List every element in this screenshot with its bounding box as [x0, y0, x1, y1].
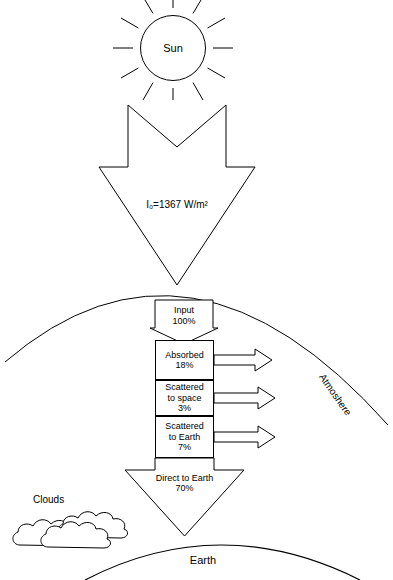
direct-arrow: Direct to Earth 70% — [122, 458, 247, 538]
node-text: Absorbed 18% — [162, 350, 207, 371]
earth-label: Earth — [190, 554, 216, 567]
process-box: Scattered to Earth 7% — [155, 416, 214, 458]
sun-circle: Sun — [140, 15, 206, 81]
clouds — [13, 512, 128, 548]
irradiance-arrow: I₀=1367 W/m² — [99, 105, 255, 287]
atmosphere-arc — [5, 296, 388, 425]
node-text: Input 100% — [164, 305, 204, 326]
process-box: Scattered to space 3% — [155, 380, 214, 416]
process-box: Absorbed 18% — [155, 340, 214, 380]
node-text: Scattered to space 3% — [162, 382, 207, 413]
node-text: Scattered to Earth 7% — [162, 421, 207, 452]
irradiance-arrow-outline — [99, 105, 255, 287]
direct-arrow-outline — [122, 458, 247, 538]
earth-arc — [85, 545, 360, 580]
outgoing-arrows — [214, 349, 275, 448]
node-text: Direct to Earth 70% — [150, 473, 219, 494]
sun-rays — [113, 0, 233, 100]
atmosphere-label: Atmoshere — [316, 372, 353, 418]
clouds-label: Clouds — [33, 494, 64, 506]
input-arrow: Input 100% — [150, 298, 218, 344]
node-text: Sun — [144, 42, 202, 55]
node-text: I₀=1367 W/m² — [129, 199, 225, 211]
